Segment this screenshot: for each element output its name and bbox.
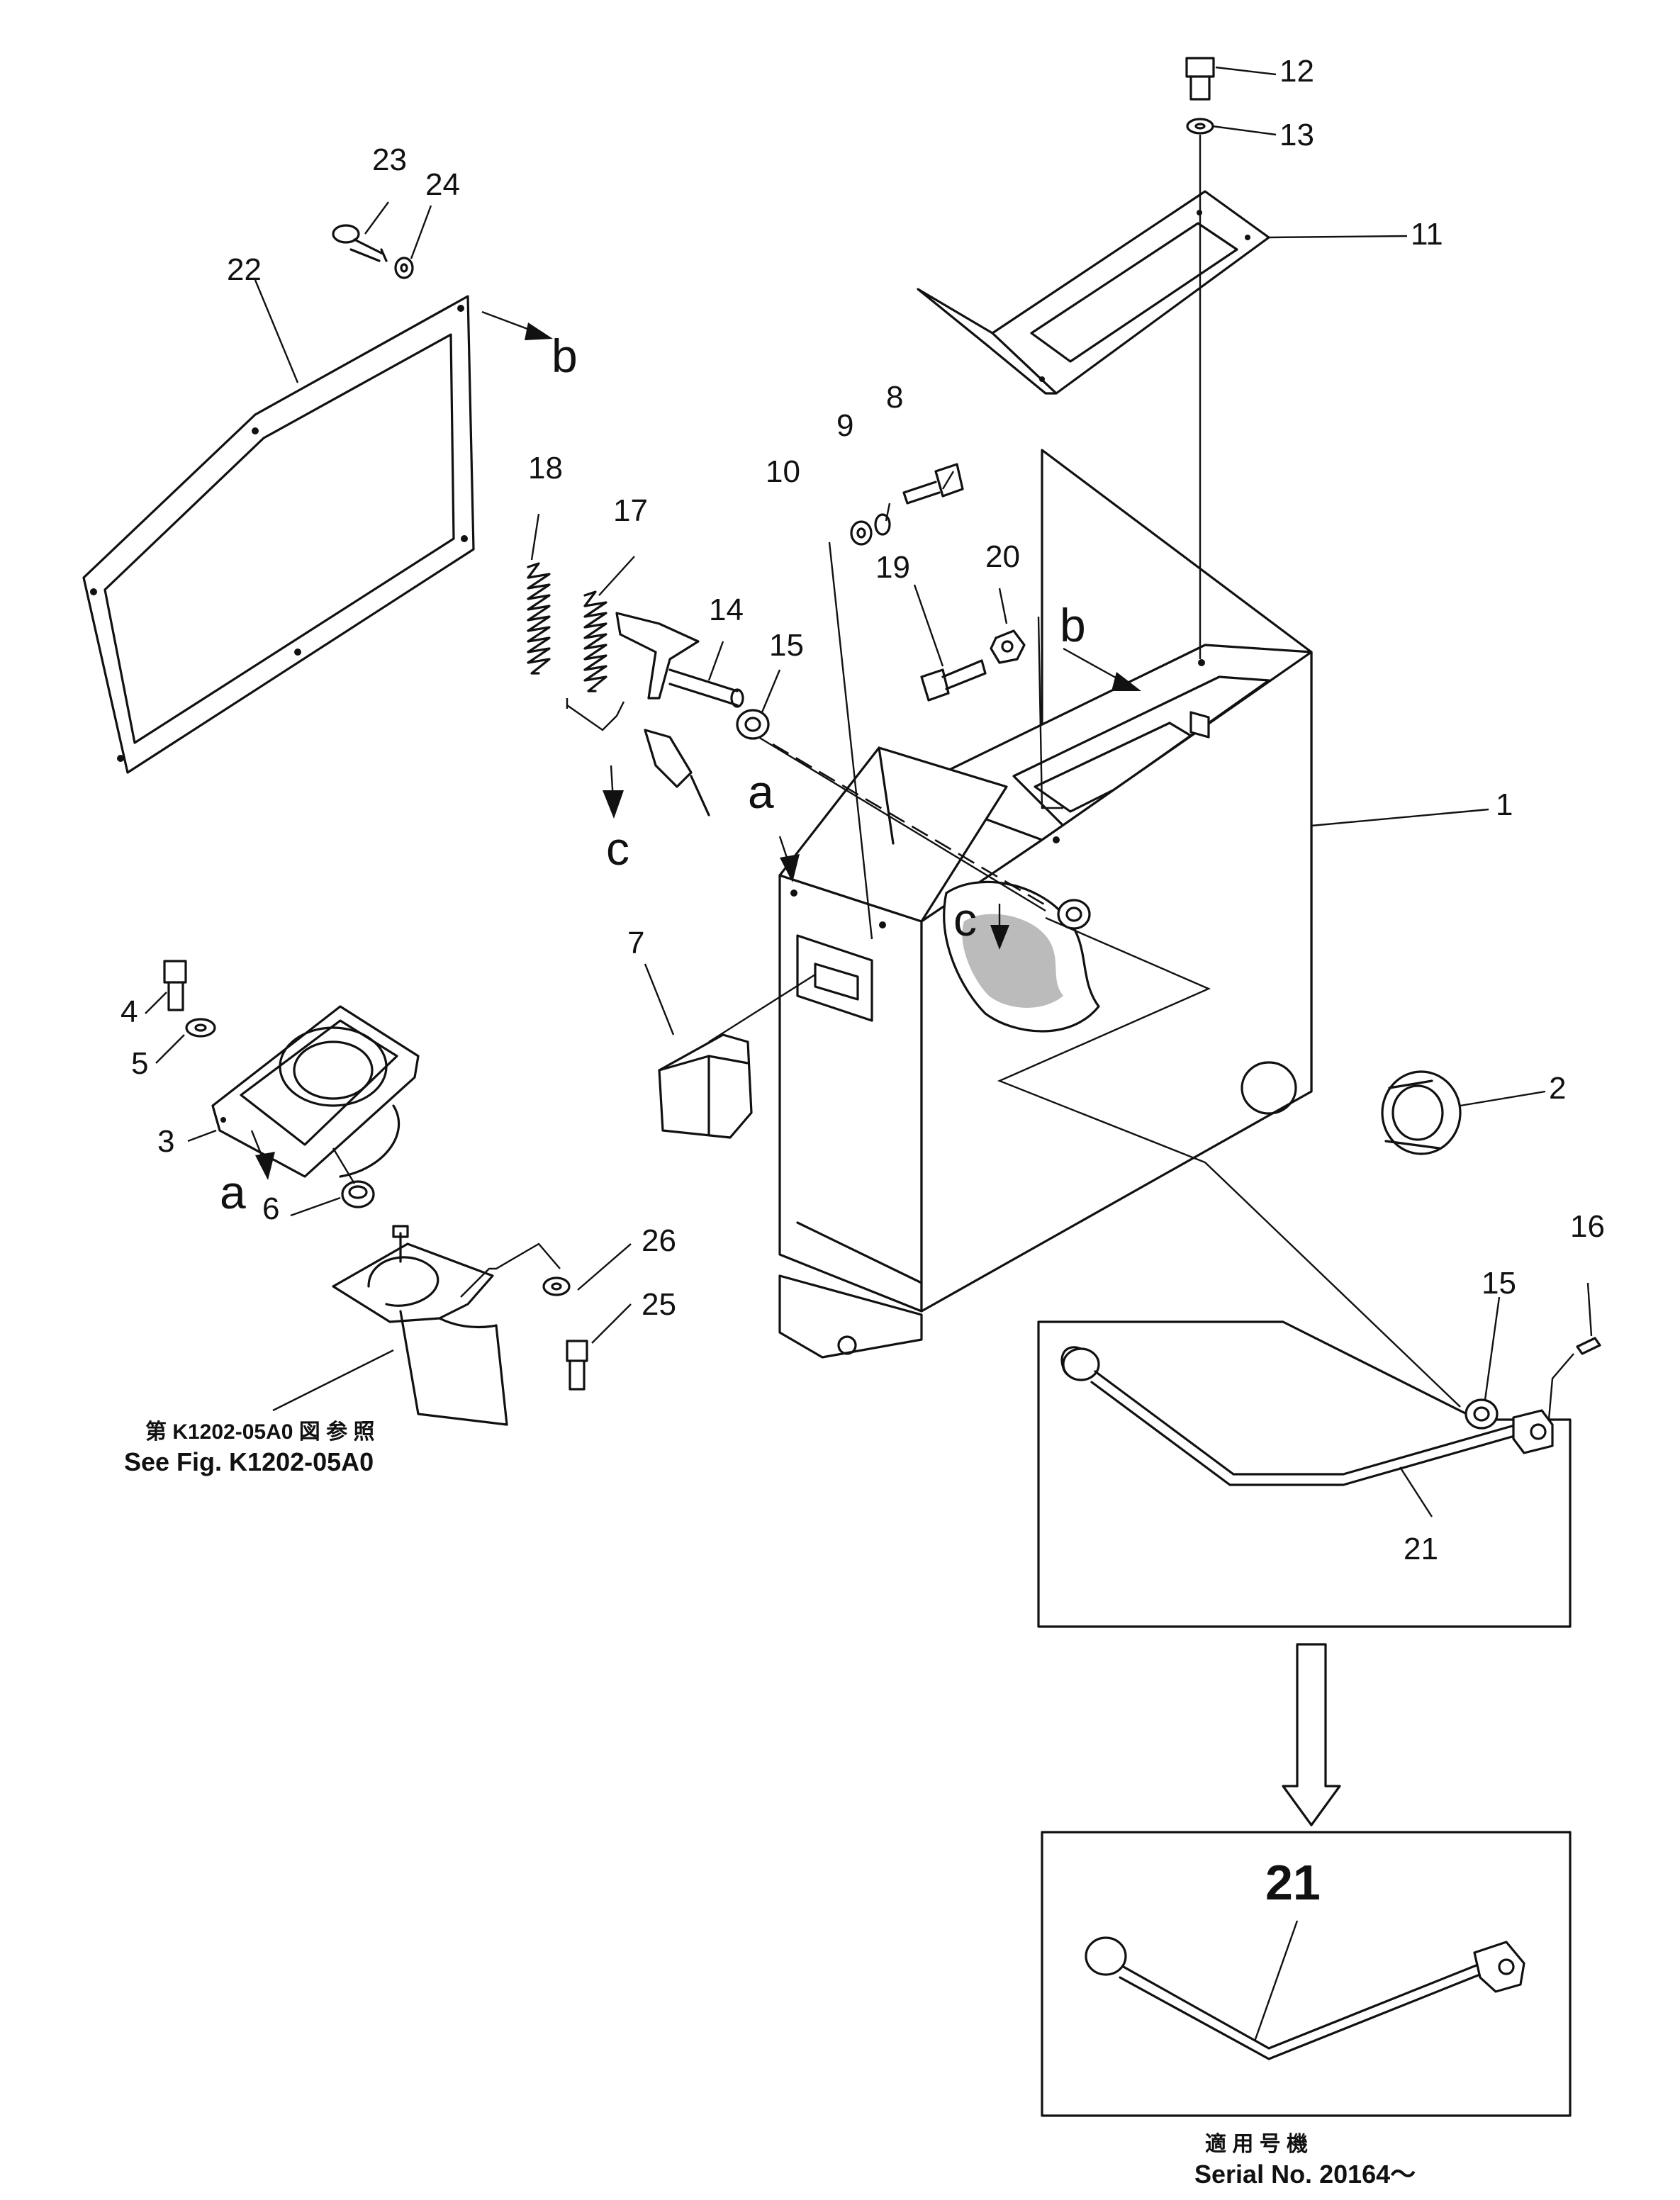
label-15-upper: 15 xyxy=(769,628,804,663)
label-6: 6 xyxy=(262,1191,279,1226)
label-9: 9 xyxy=(836,408,853,443)
bolt-25 xyxy=(566,1340,588,1391)
lever-detail-box-lower xyxy=(1041,1831,1572,2117)
leader-lines xyxy=(145,66,1593,2042)
pad-7 xyxy=(658,1033,753,1139)
bolt-12 xyxy=(1185,57,1215,101)
serial-note-en: Serial No. 20164～ xyxy=(1194,2160,1416,2189)
main-housing-1 xyxy=(778,449,1313,1359)
connector-letters: b b a a c c xyxy=(220,330,1086,1218)
label-13: 13 xyxy=(1279,118,1314,152)
label-11: 11 xyxy=(1411,217,1443,252)
bushing-15-upper xyxy=(736,709,770,740)
label-19: 19 xyxy=(875,550,910,585)
label-4: 4 xyxy=(121,994,138,1029)
label-1: 1 xyxy=(1496,787,1513,822)
transition-arrow xyxy=(1282,1643,1341,1826)
label-21-lower: 21 xyxy=(1265,1855,1321,1910)
label-14: 14 xyxy=(709,593,744,627)
label-22: 22 xyxy=(227,252,262,287)
bushing-15-inner xyxy=(1057,899,1091,930)
bolt-23 xyxy=(332,224,388,262)
label-3: 3 xyxy=(157,1124,174,1159)
serial-note-jp: 適 用 号 機 xyxy=(1205,2132,1308,2156)
letter-b-left: b xyxy=(551,330,578,382)
spring-17 xyxy=(583,590,607,692)
lever-arm-14 xyxy=(615,612,744,816)
letter-a-top: a xyxy=(748,765,774,818)
spring-18 xyxy=(527,562,551,675)
label-18: 18 xyxy=(528,451,563,486)
nut-20 xyxy=(990,629,1026,664)
boot-plate-3 xyxy=(211,1005,420,1178)
top-bracket-11 xyxy=(917,190,1270,395)
reference-note-jp: 第 K1202-05A0 図 参 照 xyxy=(145,1420,374,1444)
side-cover-panel-22 xyxy=(82,295,475,774)
control-lever-body xyxy=(332,1225,508,1426)
pin-16 xyxy=(1576,1337,1601,1355)
assembly-lines xyxy=(332,135,1574,1420)
label-2: 2 xyxy=(1549,1071,1566,1106)
label-12: 12 xyxy=(1279,54,1314,89)
connector-arrows xyxy=(250,310,1141,1180)
letter-c-left: c xyxy=(606,822,629,875)
label-20: 20 xyxy=(985,539,1020,574)
label-21-upper: 21 xyxy=(1404,1532,1438,1566)
bushing-15-lower xyxy=(1465,1398,1499,1430)
label-15-lower: 15 xyxy=(1482,1266,1516,1301)
reference-notes: 第 K1202-05A0 図 参 照 See Fig. K1202-05A0 適… xyxy=(124,1420,1416,2189)
bushing-2 xyxy=(1241,1061,1462,1155)
bolt-8 xyxy=(902,463,964,505)
letter-c-cutout: c xyxy=(953,893,977,945)
washer-13 xyxy=(1186,118,1214,135)
bolt-4 xyxy=(163,960,187,1011)
letter-a-left: a xyxy=(220,1166,246,1218)
label-17: 17 xyxy=(613,493,648,528)
washer-26 xyxy=(542,1276,571,1296)
bolt-19 xyxy=(920,659,987,702)
part-number-labels: 1 2 3 4 5 6 7 8 9 10 11 12 13 14 15 15 1… xyxy=(121,54,1605,1910)
label-16: 16 xyxy=(1570,1209,1605,1244)
label-25: 25 xyxy=(642,1287,676,1322)
label-5: 5 xyxy=(131,1046,148,1081)
washer-10 xyxy=(850,520,873,546)
label-26: 26 xyxy=(642,1223,676,1258)
grommet-6 xyxy=(341,1180,375,1208)
washer-5 xyxy=(185,1018,216,1038)
label-10: 10 xyxy=(766,454,800,489)
label-23: 23 xyxy=(372,142,407,177)
lockwasher-9 xyxy=(874,513,891,536)
lever-detail-box-upper xyxy=(1037,1320,1572,1628)
letter-b-right: b xyxy=(1060,599,1086,651)
label-8: 8 xyxy=(886,380,903,415)
washer-24 xyxy=(394,257,414,279)
reference-note-en: See Fig. K1202-05A0 xyxy=(124,1447,374,1476)
label-7: 7 xyxy=(627,926,644,960)
label-24: 24 xyxy=(425,167,460,202)
